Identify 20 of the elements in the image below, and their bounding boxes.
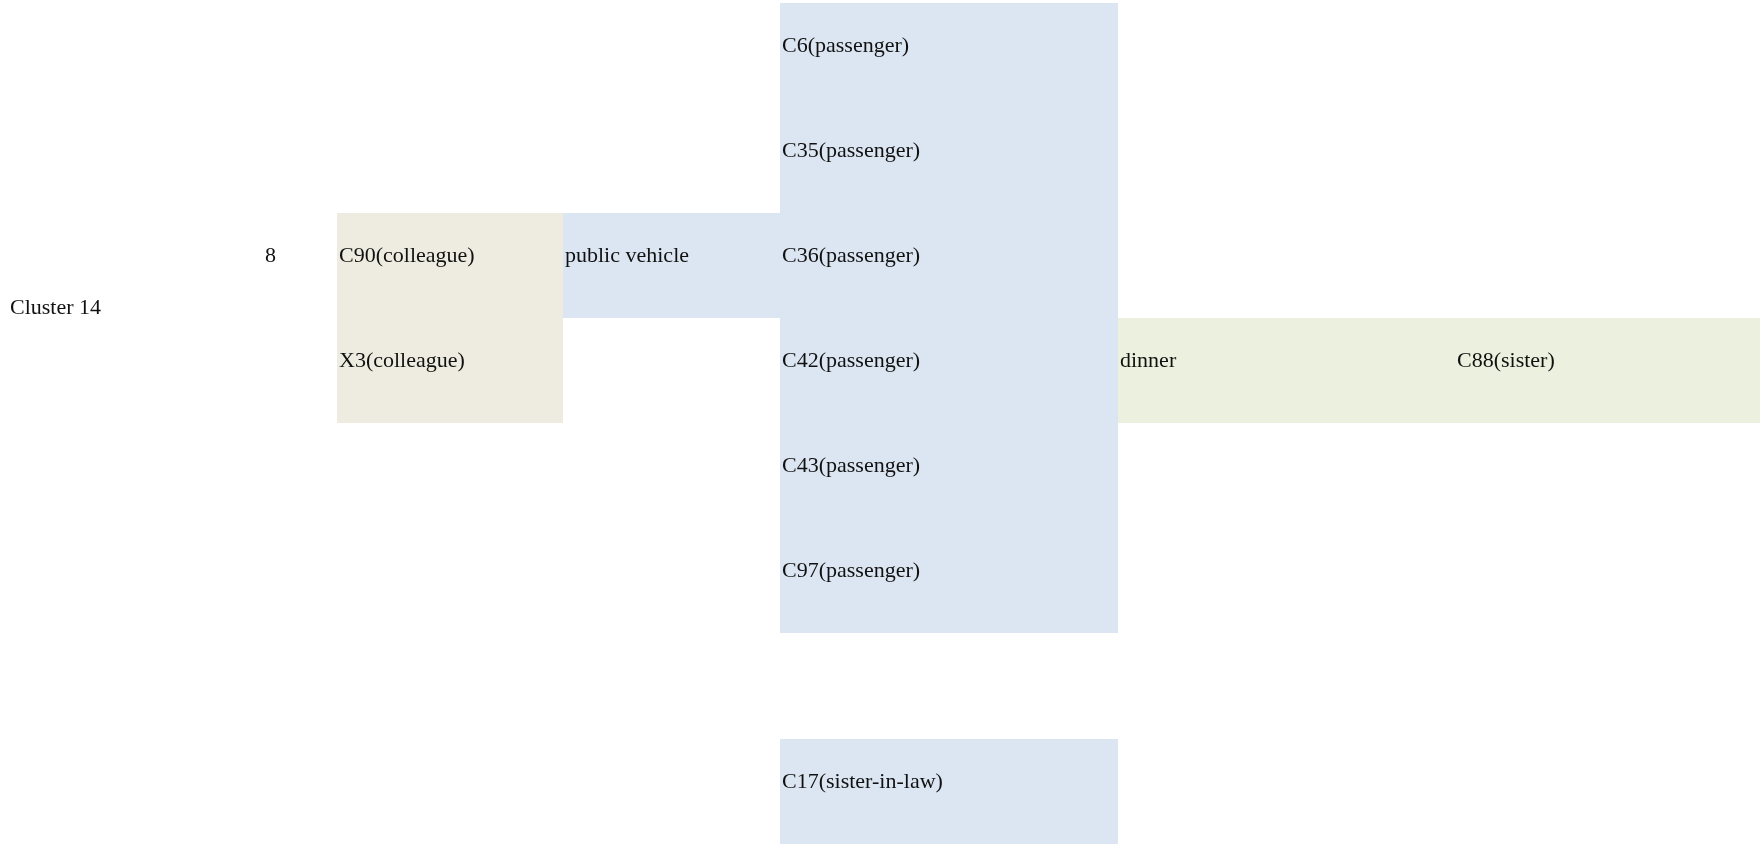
cell-text: C17(sister-in-law) — [782, 768, 943, 794]
cell-text: X3(colleague) — [339, 347, 465, 373]
shaded-block — [337, 213, 563, 423]
cell-text: C43(passenger) — [782, 452, 921, 478]
cell-text: C88(sister) — [1457, 347, 1555, 373]
cell-text: C6(passenger) — [782, 32, 910, 58]
cell-text: public vehicle — [565, 242, 689, 268]
shaded-block — [1118, 318, 1455, 423]
shaded-block — [1455, 318, 1760, 423]
cell-text: C36(passenger) — [782, 242, 921, 268]
cell-text: C42(passenger) — [782, 347, 921, 373]
shaded-block — [780, 3, 1118, 633]
cell-text: C97(passenger) — [782, 557, 921, 583]
cell-text: C35(passenger) — [782, 137, 921, 163]
cell-text: dinner — [1120, 347, 1177, 373]
cell-text: C90(colleague) — [339, 242, 475, 268]
shaded-block — [563, 213, 780, 318]
shaded-block — [780, 739, 1118, 844]
count-label: 8 — [265, 242, 276, 268]
cluster-label: Cluster 14 — [10, 294, 102, 320]
